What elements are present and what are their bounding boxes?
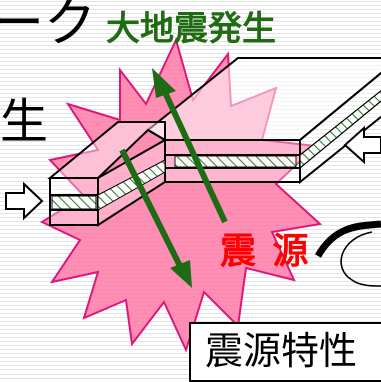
diagram-title: 大地震発生 <box>106 9 276 49</box>
source-characteristics-box: 震源特性 <box>189 322 381 382</box>
hollow-left-arrow-icon <box>343 125 381 165</box>
hollow-right-arrow-icon <box>5 181 44 221</box>
partial-heading-text: ーク <box>0 0 97 54</box>
diagram-canvas <box>5 37 381 353</box>
hypocenter-label: 震 源 <box>220 231 311 272</box>
partial-body-text: 生 <box>0 94 49 150</box>
source-characteristics-label: 震源特性 <box>205 329 358 373</box>
callout-curve <box>340 231 381 287</box>
slip-arrow-down <box>119 148 192 288</box>
slip-arrow-up <box>152 68 228 224</box>
callout-pointer <box>314 220 381 258</box>
